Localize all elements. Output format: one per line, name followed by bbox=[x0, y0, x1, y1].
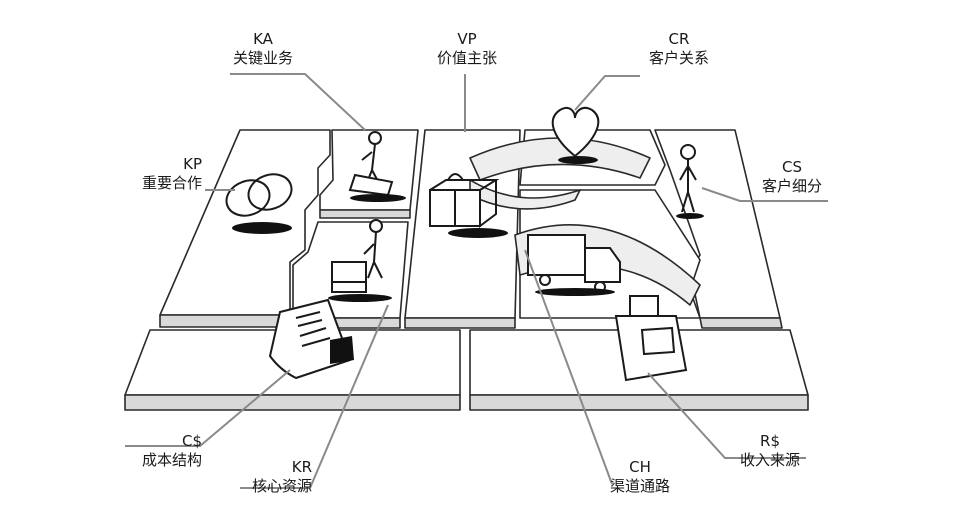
customer-segments-block bbox=[654, 129, 783, 329]
block-code: CS bbox=[782, 158, 802, 176]
block-code: VP bbox=[457, 30, 477, 48]
block-code: KP bbox=[183, 155, 202, 173]
block-name: 成本结构 bbox=[141, 451, 202, 469]
block-code: C$ bbox=[181, 432, 202, 450]
interlocked-rings-icon bbox=[225, 173, 293, 234]
worker-with-cart-icon bbox=[348, 131, 406, 202]
block-name: 价值主张 bbox=[436, 49, 497, 67]
block-name: 客户关系 bbox=[648, 49, 709, 67]
block-name: 核心资源 bbox=[251, 477, 312, 495]
block-code: CR bbox=[668, 30, 690, 48]
cash-register-icon bbox=[614, 295, 688, 382]
block-label-cost: C$ 成本结构 bbox=[120, 432, 202, 470]
block-label-ch: CH 渠道通路 bbox=[600, 458, 680, 496]
block-label-kr: KR 核心资源 bbox=[232, 458, 312, 496]
key-activities-block bbox=[319, 129, 419, 219]
block-label-ka: KA 关键业务 bbox=[228, 30, 298, 68]
block-name: 客户细分 bbox=[761, 177, 822, 195]
block-code: KR bbox=[291, 458, 312, 476]
block-code: KA bbox=[253, 30, 273, 48]
block-label-cs: CS 客户细分 bbox=[752, 158, 832, 196]
standing-person-icon bbox=[676, 144, 704, 219]
heart-icon bbox=[551, 106, 600, 164]
block-label-vp: VP 价值主张 bbox=[432, 30, 502, 68]
block-name: 重要合作 bbox=[141, 174, 202, 192]
key-partners-block bbox=[159, 129, 331, 328]
block-label-cr: CR 客户关系 bbox=[644, 30, 714, 68]
block-name: 收入来源 bbox=[739, 451, 800, 469]
block-code: R$ bbox=[760, 432, 780, 450]
block-label-rev: R$ 收入来源 bbox=[730, 432, 810, 470]
block-name: 关键业务 bbox=[232, 49, 293, 67]
block-name: 渠道通路 bbox=[609, 477, 670, 495]
worker-with-machine-icon bbox=[328, 219, 392, 302]
block-code: CH bbox=[629, 458, 651, 476]
gift-box-icon bbox=[429, 173, 508, 238]
leader-lines bbox=[125, 73, 828, 489]
delivery-truck-icon bbox=[527, 234, 621, 296]
block-label-kp: KP 重要合作 bbox=[120, 155, 202, 193]
document-icon bbox=[268, 298, 354, 380]
